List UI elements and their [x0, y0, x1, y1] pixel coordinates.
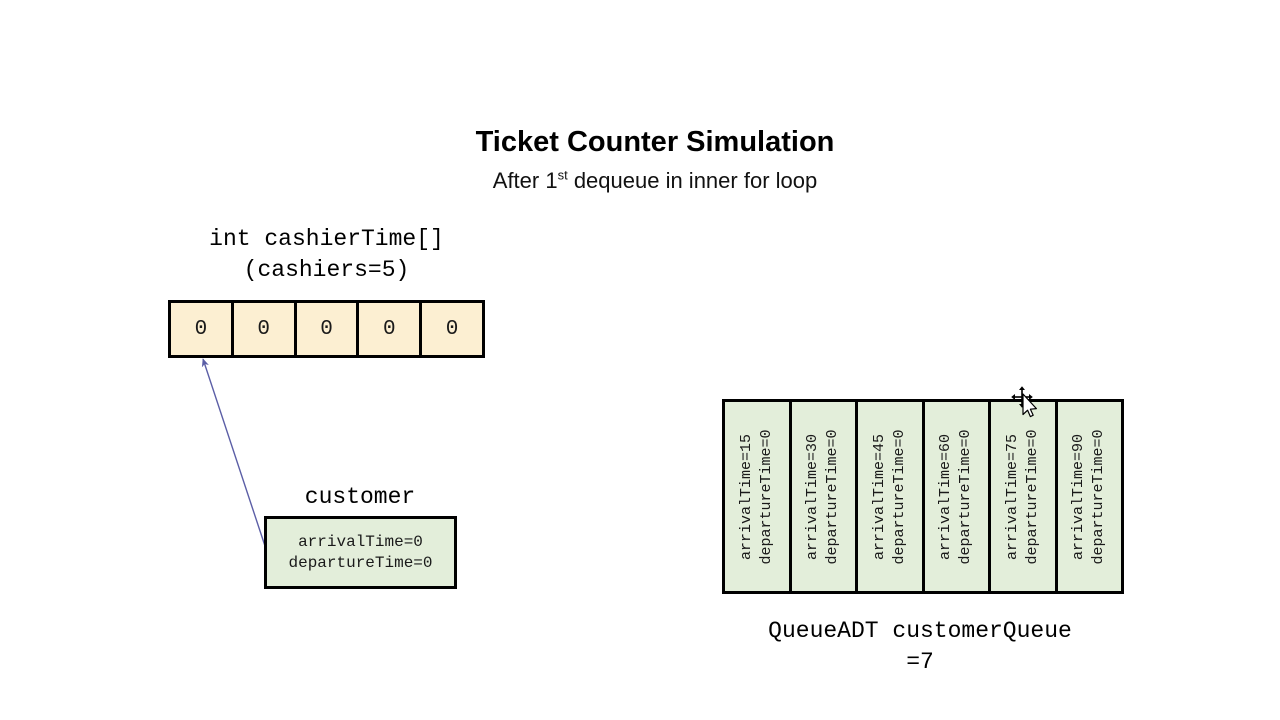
cashier-array-cell-1: 0: [233, 303, 297, 355]
queue-cell-5-departure: departureTime=0: [1090, 428, 1108, 565]
subtitle-suffix: dequeue in inner for loop: [567, 168, 818, 193]
queue-cell-4-text: arrivalTime=75 departureTime=0: [1003, 404, 1043, 590]
cashier-array-cell-0: 0: [171, 303, 234, 355]
queue-cell-0-text: arrivalTime=15 departureTime=0: [737, 404, 777, 590]
queue-cell-2: arrivalTime=45 departureTime=0: [858, 402, 925, 591]
queue-cell-1: arrivalTime=30 departureTime=0: [791, 402, 858, 591]
page-subtitle: After 1st dequeue in inner for loop: [320, 168, 990, 194]
queue-cell-4-arrival: arrivalTime=75: [1003, 433, 1021, 560]
queue-cell-3: arrivalTime=60 departureTime=0: [924, 402, 991, 591]
subtitle-superscript: st: [557, 167, 568, 183]
cashier-array-cell-4: 0: [422, 303, 482, 355]
queue-cell-4-departure: departureTime=0: [1023, 428, 1041, 565]
queue-cell-4: arrivalTime=75 departureTime=0: [991, 402, 1058, 591]
queue-cell-1-text: arrivalTime=30 departureTime=0: [803, 404, 843, 590]
queue-cell-3-text: arrivalTime=60 departureTime=0: [936, 404, 976, 590]
queue-cell-3-arrival: arrivalTime=60: [937, 433, 955, 560]
cashier-array-label-line1: int cashierTime[]: [209, 226, 444, 252]
queue-cell-0-departure: departureTime=0: [757, 428, 775, 565]
page-title: Ticket Counter Simulation: [475, 126, 835, 158]
queue-cell-2-departure: departureTime=0: [890, 428, 908, 565]
queue-cell-5-text: arrivalTime=90 departureTime=0: [1069, 404, 1109, 590]
queue-label-line1: QueueADT customerQueue: [768, 618, 1072, 644]
subtitle-prefix: After 1: [492, 168, 558, 193]
customer-label: customer: [304, 484, 416, 510]
customer-arrival-time: arrivalTime=0: [298, 532, 423, 551]
customer-box: arrivalTime=0 departureTime=0: [264, 516, 457, 589]
queue-cell-0: arrivalTime=15 departureTime=0: [725, 402, 792, 591]
cashier-time-array: 0 0 0 0 0: [168, 300, 485, 358]
queue-cell-5-arrival: arrivalTime=90: [1070, 433, 1088, 560]
queue-cell-3-departure: departureTime=0: [957, 428, 975, 565]
cashier-array-label: int cashierTime[] (cashiers=5): [140, 224, 513, 286]
queue-cell-5: arrivalTime=90 departureTime=0: [1057, 402, 1121, 591]
queue-cell-0-arrival: arrivalTime=15: [737, 433, 755, 560]
queue-cell-2-arrival: arrivalTime=45: [870, 433, 888, 560]
cashier-array-cell-2: 0: [296, 303, 360, 355]
queue-label-line2: =7: [906, 649, 934, 675]
queue-cell-1-departure: departureTime=0: [824, 428, 842, 565]
cashier-array-cell-3: 0: [359, 303, 423, 355]
queue-cell-2-text: arrivalTime=45 departureTime=0: [870, 404, 910, 590]
customer-departure-time: departureTime=0: [288, 553, 433, 572]
queue-label: QueueADT customerQueue =7: [700, 616, 1140, 678]
cashier-array-label-line2: (cashiers=5): [243, 257, 410, 283]
customer-queue: arrivalTime=15 departureTime=0 arrivalTi…: [722, 399, 1124, 594]
queue-cell-1-arrival: arrivalTime=30: [804, 433, 822, 560]
